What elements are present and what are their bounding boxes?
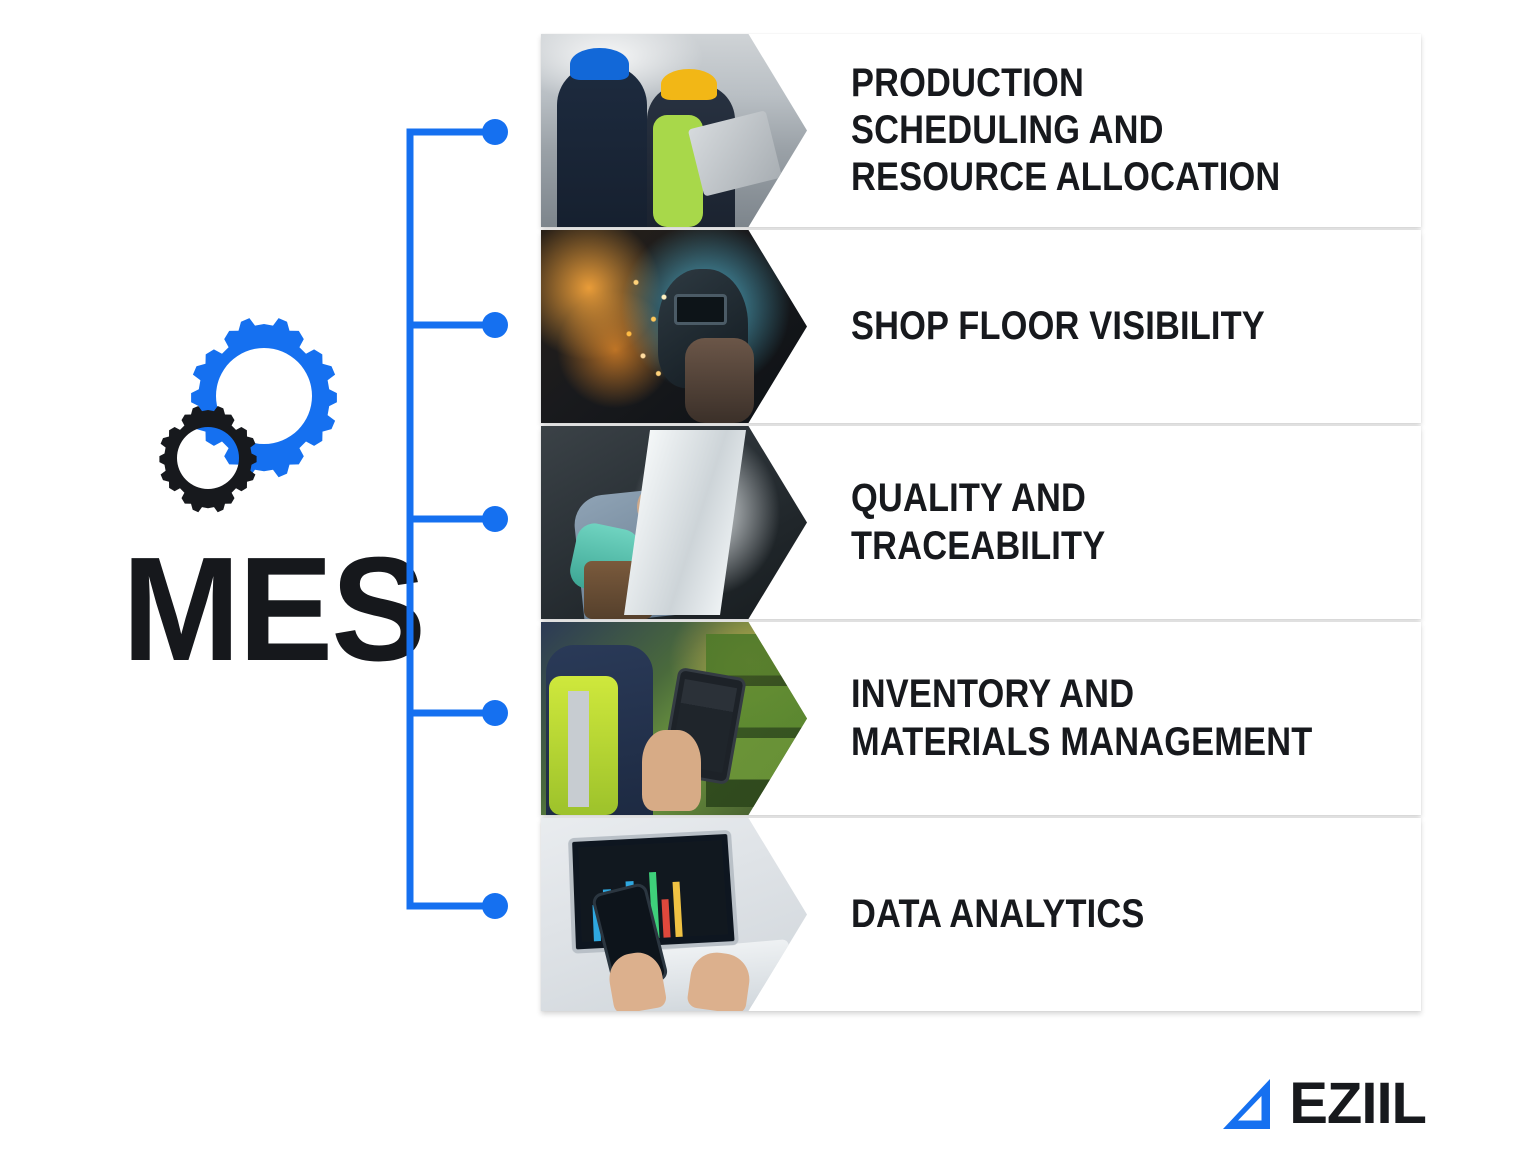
feature-card-label-wrap: DATA ANALYTICS	[807, 818, 1421, 1011]
feature-card[interactable]: PRODUCTION SCHEDULING AND RESOURCE ALLOC…	[541, 34, 1421, 227]
feature-card-label: PRODUCTION SCHEDULING AND RESOURCE ALLOC…	[851, 60, 1281, 200]
photo-warehouse-worker-tablet	[541, 622, 807, 815]
eziil-logo-text: EZIIL	[1289, 1071, 1427, 1136]
feature-card[interactable]: DATA ANALYTICS	[541, 818, 1421, 1011]
feature-card-label-wrap: PRODUCTION SCHEDULING AND RESOURCE ALLOC…	[807, 34, 1421, 227]
photo-welder-sparks	[541, 230, 807, 423]
gears-icon	[146, 318, 346, 518]
feature-card[interactable]: SHOP FLOOR VISIBILITY	[541, 230, 1421, 423]
photo-inspector-sheet-metal	[541, 426, 807, 619]
feature-card-label-wrap: INVENTORY AND MATERIALS MANAGEMENT	[807, 622, 1421, 815]
photo-analytics-dashboard-laptop-phone	[541, 818, 807, 1011]
feature-card[interactable]: QUALITY AND TRACEABILITY	[541, 426, 1421, 619]
page-title: MES	[122, 527, 426, 692]
feature-card-label: DATA ANALYTICS	[851, 891, 1145, 936]
eziil-triangle-icon	[1223, 1079, 1271, 1129]
feature-card-label: QUALITY AND TRACEABILITY	[851, 476, 1106, 568]
feature-card-label: INVENTORY AND MATERIALS MANAGEMENT	[851, 672, 1313, 764]
feature-card[interactable]: INVENTORY AND MATERIALS MANAGEMENT	[541, 622, 1421, 815]
feature-card-label-wrap: SHOP FLOOR VISIBILITY	[807, 230, 1421, 423]
feature-card-label: SHOP FLOOR VISIBILITY	[851, 303, 1265, 348]
eziil-logo[interactable]: EZIIL	[1223, 1071, 1427, 1136]
brand-block: MES	[118, 318, 426, 692]
tree-connector-icon	[400, 20, 530, 960]
feature-card-label-wrap: QUALITY AND TRACEABILITY	[807, 426, 1421, 619]
photo-two-workers-hardhats-clipboard	[541, 34, 807, 227]
feature-card-list: PRODUCTION SCHEDULING AND RESOURCE ALLOC…	[541, 34, 1421, 1011]
